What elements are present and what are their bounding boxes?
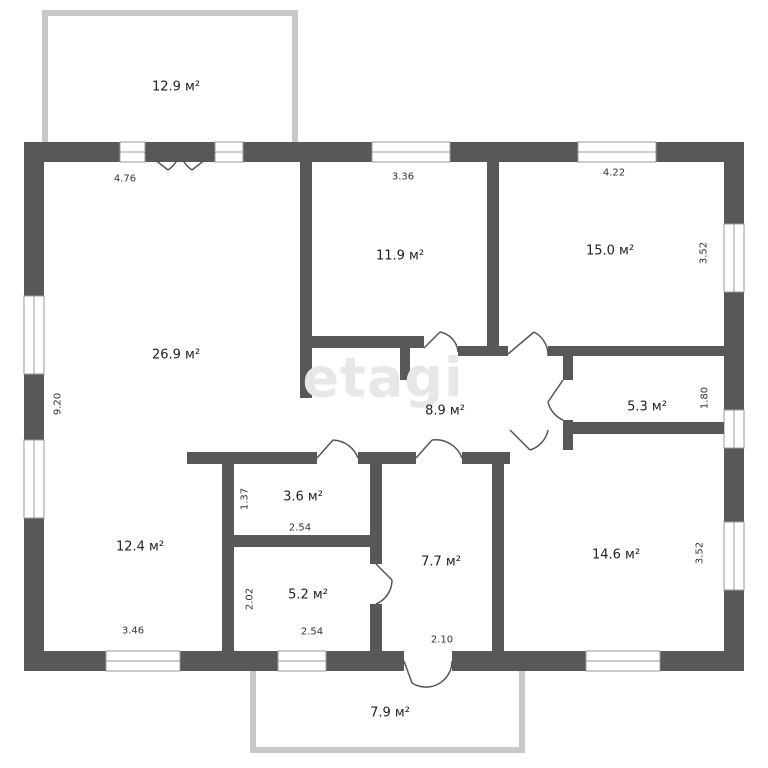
dim-living-width: 4.76 [113, 173, 137, 185]
area-bedroom-2: 15.0 м² [585, 243, 635, 259]
area-room-bottom-left: 12.4 м² [115, 539, 165, 555]
area-bath-1: 3.6 м² [283, 489, 323, 505]
area-corridor: 7.7 м² [421, 554, 461, 570]
dim-bedroom3-height: 3.52 [694, 541, 706, 565]
area-balcony-top: 12.9 м² [151, 79, 201, 95]
dim-bedroom1-width: 3.36 [391, 171, 415, 183]
area-small-room: 5.3 м² [627, 399, 667, 415]
inner-walls [187, 162, 724, 652]
dim-small-room-height: 1.80 [699, 386, 711, 410]
dim-bath1-height: 1.37 [239, 487, 251, 511]
balcony-top-outline [42, 10, 298, 142]
watermark-logo: etagi [302, 346, 464, 410]
dim-corridor-width: 2.10 [430, 634, 454, 646]
dim-bath2-height: 2.02 [244, 587, 256, 611]
dim-bedroom2-height: 3.52 [698, 241, 710, 265]
dim-room-bottom-left-width: 3.46 [121, 625, 145, 637]
area-living: 26.9 м² [151, 347, 201, 363]
dim-left-height: 9.20 [52, 392, 64, 416]
doors [144, 151, 564, 688]
area-balcony-bottom: 7.9 м² [370, 705, 410, 721]
area-hall: 8.9 м² [425, 403, 465, 419]
area-bedroom-1: 11.9 м² [375, 248, 425, 264]
dim-bath2-width: 2.54 [300, 626, 324, 638]
dim-bedroom2-width: 4.22 [602, 167, 626, 179]
area-bedroom-3: 14.6 м² [591, 547, 641, 563]
dim-bath1-width: 2.54 [288, 522, 312, 534]
window-lines [33, 151, 735, 662]
balcony-bottom-outline [250, 670, 525, 753]
area-bath-2: 5.2 м² [288, 587, 328, 603]
